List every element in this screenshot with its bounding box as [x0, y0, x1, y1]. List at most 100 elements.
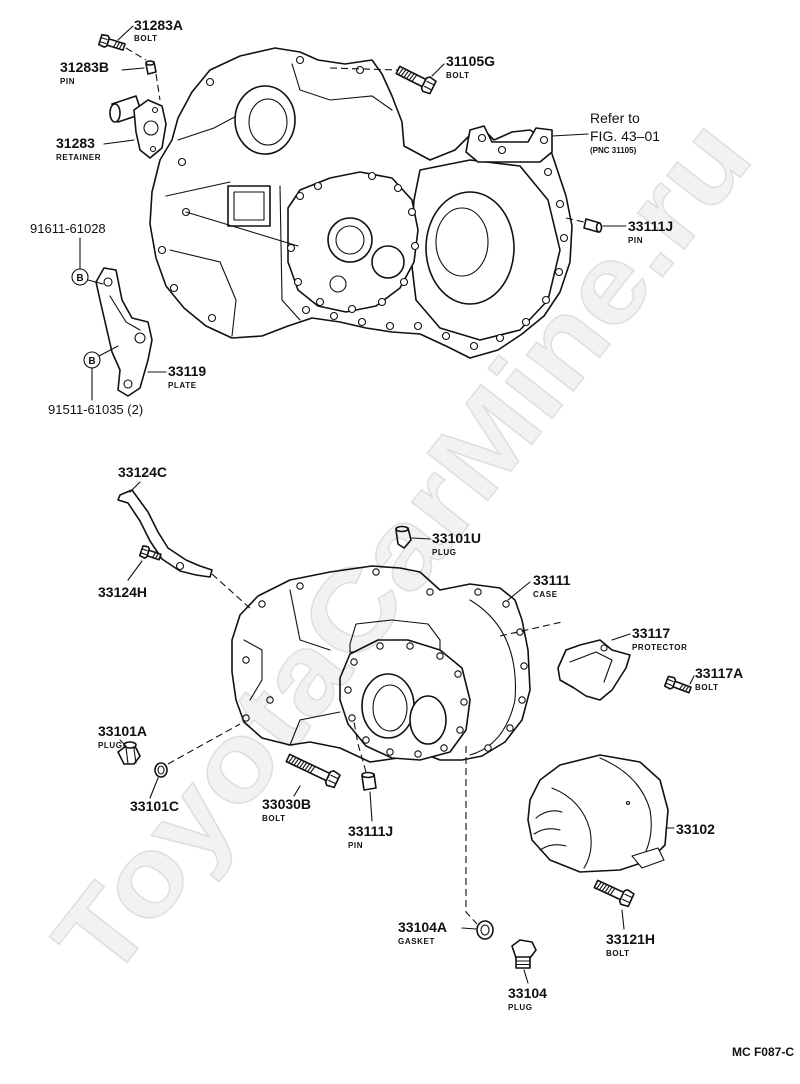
plug-33104 — [511, 939, 537, 969]
bolt-marker-upper: B — [71, 268, 89, 286]
leader-91611-61028 — [79, 237, 104, 285]
bolt-33124H — [138, 545, 162, 561]
housing-bolt-hole — [497, 145, 507, 155]
callout-number: 31283 — [56, 135, 95, 151]
housing-bolt-hole — [399, 277, 409, 287]
protector-fold — [569, 651, 613, 683]
bolt-head — [618, 889, 635, 908]
bolt-head-face — [328, 774, 339, 785]
bolt-31283A — [98, 33, 126, 51]
upper-labels: 31283A BOLT 31283B PIN 31283 RETAINER 31… — [30, 17, 673, 417]
case-bolt-hole — [372, 568, 380, 576]
cover-mark — [625, 800, 631, 806]
leader-33101U — [411, 537, 431, 540]
callout-name: PLUG — [98, 741, 123, 750]
housing-bolt-hole — [543, 167, 553, 177]
bolts — [98, 33, 692, 908]
callout-number: 33111 — [533, 572, 571, 588]
housing-bolt-hole — [357, 317, 367, 327]
bracket-hole — [477, 133, 487, 143]
leader-33030B — [293, 785, 301, 797]
housing-stud-leader — [185, 211, 299, 247]
callout-name: BOLT — [695, 683, 719, 692]
case-bolt-hole — [242, 714, 250, 722]
case-input-bore-inner — [372, 684, 408, 732]
housing-bell-bore-inner — [435, 207, 489, 277]
callout-number: 33101U — [432, 530, 481, 546]
plate-bolt-hole — [103, 277, 113, 287]
callout-number: 33111J — [628, 218, 673, 234]
bolt-part-number: 91511-61035 (2) — [48, 402, 143, 417]
protector-33117 — [557, 639, 631, 701]
callout-number: 33121H — [606, 931, 655, 947]
leader-33121H — [621, 909, 625, 930]
callout-number: 33104 — [508, 985, 547, 1001]
bolt-shank — [285, 753, 331, 782]
housing-small-bore — [329, 275, 347, 293]
housing-bolt-hole — [554, 267, 564, 277]
retainer-bore — [143, 120, 159, 136]
case-bolt-hole — [344, 686, 352, 694]
figure-code: MC F087-C — [732, 1045, 794, 1059]
case-lower-edge — [289, 711, 341, 746]
housing-input-bore-inner — [335, 225, 365, 255]
housing-bolt-hole — [541, 295, 551, 305]
case-bolt-hole — [484, 744, 492, 752]
gasket-hole — [480, 924, 490, 936]
housing-top-bracket — [465, 125, 553, 163]
housing-bolt-hole — [521, 317, 531, 327]
case-bolt-hole — [376, 642, 384, 650]
case-bolt-hole — [386, 748, 394, 756]
cover-boss — [631, 847, 665, 869]
callout-number: 33119 — [168, 363, 206, 379]
cover-shell — [527, 754, 669, 873]
housing-bolt-hole — [207, 313, 217, 323]
housing-window-inner — [233, 191, 265, 221]
housing-bolt-hole — [555, 199, 565, 209]
plug-thread — [123, 741, 137, 749]
plug-33101A — [117, 741, 141, 765]
callout-number: 31283A — [134, 17, 183, 33]
callout-name: PLUG — [432, 548, 457, 557]
plug-33101U — [395, 525, 412, 549]
plate-bolt-hole — [134, 332, 146, 344]
assembly-line-drain-plug — [167, 723, 241, 765]
case-bolt-hole — [406, 642, 414, 650]
callout-name: BOLT — [606, 949, 630, 958]
leader-33117A — [689, 675, 695, 685]
pin-end — [361, 771, 375, 779]
case-right-bell — [469, 599, 517, 756]
washer-hole — [157, 765, 165, 775]
bolt-shank — [593, 879, 625, 901]
bolt-thread — [596, 881, 616, 896]
callout-name: BOLT — [262, 814, 286, 823]
case-bolt-hole — [516, 628, 524, 636]
case-left-rib — [243, 589, 331, 701]
housing-bolt-hole — [286, 243, 296, 253]
plug-thread — [515, 956, 531, 969]
leader-reference — [551, 133, 589, 137]
assembly-line-lower-pin — [353, 721, 367, 773]
housing-bolt-hole — [393, 183, 403, 193]
housing-bolt-hole — [295, 191, 305, 201]
leader-91511-61035 — [91, 345, 119, 401]
housing-bolt-hole — [301, 305, 311, 315]
housing-bolt-hole — [347, 304, 357, 314]
case-bolt-hole — [426, 588, 434, 596]
housing-output-bore — [371, 245, 405, 279]
case-bolt-hole — [474, 588, 482, 596]
housing-bolt-hole — [407, 207, 417, 217]
callout-number: 33111J — [348, 823, 393, 839]
case-bolt-hole — [414, 750, 422, 758]
washer-33101C — [154, 762, 168, 778]
marker-letter: B — [76, 273, 83, 284]
callout-name: RETAINER — [56, 153, 101, 162]
case-bolt-hole — [440, 744, 448, 752]
housing-bolt-hole — [469, 341, 479, 351]
leader-33101A — [119, 739, 127, 747]
housing-upper-opening-inner — [248, 98, 288, 146]
plug-thread-lines — [515, 960, 531, 966]
callout-name: PROTECTOR — [632, 643, 687, 652]
housing-bolt-hole — [377, 297, 387, 307]
